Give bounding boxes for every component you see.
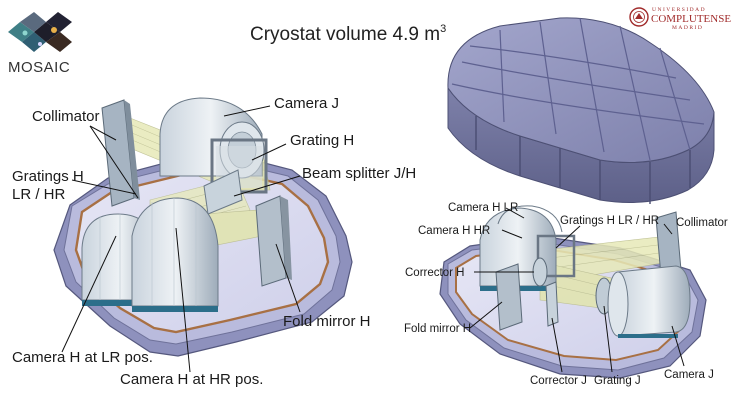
- label-gratings-h-line2: LR / HR: [12, 186, 66, 203]
- label-gratings-h-right: Gratings H LR / HR: [560, 215, 659, 227]
- left-cryostat-illustration: [53, 97, 353, 357]
- right-corrector-h: [532, 257, 548, 287]
- label-gratings-h-line1: Gratings H: [12, 168, 84, 185]
- right-leader-lines: [469, 207, 685, 373]
- page-title: Cryostat volume 4.9 m3: [250, 23, 446, 45]
- label-camera-h-hr-right: Camera H HR: [418, 225, 490, 237]
- right-camera-h: [479, 205, 563, 291]
- university-logo: UNIVERSIDAD COMPLUTENSE MADRID: [629, 7, 731, 31]
- label-corrector-j-right: Corrector J: [530, 375, 587, 387]
- university-seal-icon: [629, 7, 649, 27]
- left-fold-mirror: [255, 195, 292, 287]
- right-fold-mirror: [495, 263, 523, 331]
- label-camera-j-left: Camera J: [274, 95, 339, 112]
- label-beam-splitter-left: Beam splitter J/H: [302, 165, 416, 182]
- title-superscript: 3: [440, 23, 446, 35]
- label-camera-h-lr-left: Camera H at LR pos.: [12, 349, 153, 366]
- label-fold-mirror-right: Fold mirror H: [404, 323, 471, 335]
- label-camera-h-lr-right: Camera H LR: [448, 202, 518, 214]
- label-collimator-right: Collimator: [676, 217, 728, 229]
- right-corrector-j: [545, 281, 559, 327]
- university-line2: COMPLUTENSE: [651, 13, 731, 25]
- closed-cryostat-side-ribs: [475, 116, 691, 204]
- closed-cryostat-illustration: [447, 17, 715, 204]
- label-camera-j-right: Camera J: [664, 369, 714, 381]
- closed-cryostat-lid-ribs: [451, 17, 705, 161]
- title-text: Cryostat volume 4.9 m: [250, 24, 440, 45]
- university-line3: MADRID: [672, 25, 703, 31]
- label-collimator-left: Collimator: [32, 108, 100, 125]
- left-beam-splitter: [203, 169, 243, 215]
- label-grating-h-left: Grating H: [290, 132, 354, 149]
- university-line1: UNIVERSIDAD: [652, 7, 706, 13]
- mosaic-wordmark: MOSAIC: [8, 59, 70, 76]
- right-gratings-h: [536, 234, 576, 278]
- right-camera-j: [607, 265, 691, 338]
- left-camera-h-hr: [131, 197, 219, 312]
- mosaic-logo: MOSAIC: [8, 12, 72, 76]
- label-grating-j-right: Grating J: [594, 375, 641, 387]
- label-camera-h-hr-left: Camera H at HR pos.: [120, 371, 263, 388]
- label-corrector-h-right: Corrector H: [405, 267, 464, 279]
- mosaic-logo-mark: [8, 12, 72, 52]
- left-leader-lines: [61, 105, 301, 373]
- label-fold-mirror-left: Fold mirror H: [283, 313, 371, 330]
